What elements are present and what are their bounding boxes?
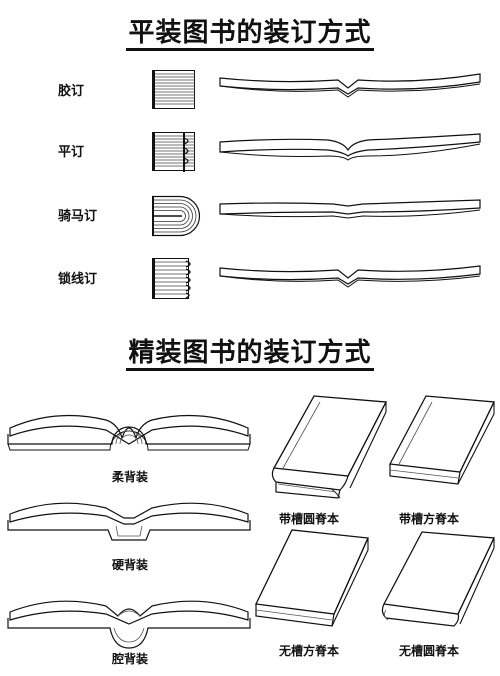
perfect-binding-section-icon: [152, 70, 196, 110]
perfect-binding-open-book: [218, 70, 482, 104]
grooveless-square-spine-label: 无槽方脊本: [278, 644, 339, 658]
grooveless-round-spine-book: [378, 526, 498, 636]
paperback-title: 平装图书的装订方式: [0, 18, 500, 51]
side-stitch-open-book: [218, 130, 482, 166]
hard-spine-label: 硬背装: [111, 558, 148, 572]
sewn-binding-section-icon: [152, 258, 198, 300]
side-stitch-label: 平订: [58, 145, 85, 160]
soft-spine-open-book: [6, 398, 252, 460]
grooved-square-spine-book: [386, 392, 498, 500]
hollow-spine-label: 腔背装: [111, 652, 148, 666]
grooved-round-spine-label: 带槽圆脊本: [278, 512, 339, 526]
hardcover-title: 精装图书的装订方式: [0, 338, 500, 371]
perfect-binding-label: 胶订: [58, 84, 85, 99]
saddle-stitch-open-book: [218, 196, 482, 226]
side-stitch-section-icon: [152, 132, 198, 172]
hollow-spine-open-book: [6, 586, 252, 652]
grooved-square-spine-label: 带槽方脊本: [398, 512, 459, 526]
saddle-stitch-section-icon: [152, 196, 200, 236]
saddle-stitch-label: 骑马订: [58, 209, 98, 224]
soft-spine-label: 柔背装: [111, 470, 148, 484]
grooveless-round-spine-label: 无槽圆脊本: [398, 644, 459, 658]
grooveless-square-spine-book: [252, 526, 374, 636]
sewn-binding-open-book: [218, 262, 482, 296]
sewn-binding-label: 锁线订: [58, 272, 98, 287]
grooved-round-spine-book: [270, 392, 392, 500]
hard-spine-open-book: [6, 490, 252, 548]
